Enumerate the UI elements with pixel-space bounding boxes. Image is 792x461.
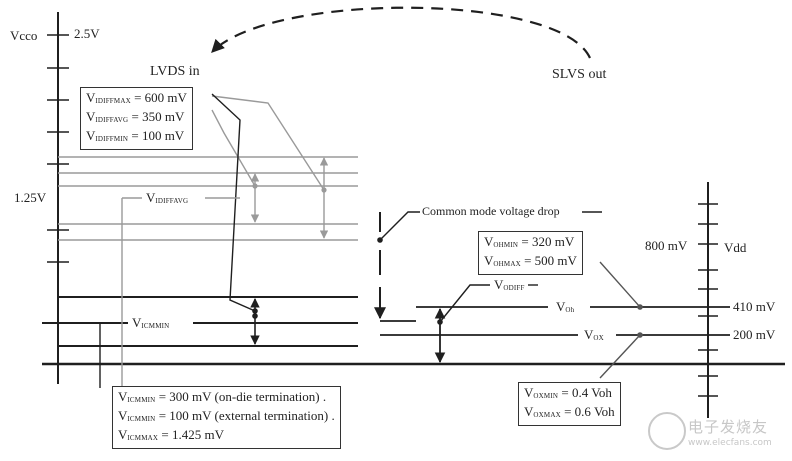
right-axis-ticks xyxy=(698,203,718,397)
left-axis-ticks xyxy=(47,34,69,263)
leader-ox-box xyxy=(599,334,641,379)
leader-box-to-max xyxy=(211,95,325,191)
icm-dot-lower xyxy=(252,313,258,319)
watermark-cn: 电子发烧友 xyxy=(688,418,769,436)
common-mode-drop-label: Common mode voltage drop xyxy=(422,204,560,218)
lvds-diff-box: VIDIFFMAX = 600 mV VIDIFFAVG = 350 mV VI… xyxy=(80,87,193,150)
box-row: VICMMIN = 100 mV (external termination) … xyxy=(118,408,335,423)
box-row: VOXMIN = 0.4 Voh xyxy=(524,385,612,400)
box-row: VICMMIN = 300 mV (on-die termination) . xyxy=(118,389,327,404)
slvs-out-title: SLVS out xyxy=(552,67,607,82)
lvds-levels xyxy=(58,156,358,241)
box-row: VICMMAX = 1.425 mV xyxy=(118,427,224,442)
vox-label: VOX xyxy=(584,327,604,342)
box-row: VOXMAX = 0.6 Voh xyxy=(524,404,615,419)
leader-box-to-icm xyxy=(211,93,256,312)
box-row: VIDIFFMAX = 600 mV xyxy=(86,90,187,105)
box-row: VIDIFFMIN = 100 mV xyxy=(86,128,185,143)
vodiff-label: VODIFF xyxy=(494,277,525,292)
slvs-ox-box: VOXMIN = 0.4 Voh VOXMAX = 0.6 Voh xyxy=(518,382,621,426)
mv200-label: 200 mV xyxy=(733,327,776,342)
lvds-cm-levels xyxy=(42,296,358,347)
leader-oh-box xyxy=(599,261,641,308)
slvs-oh-box: VOHMIN = 320 mV VOHMAX = 500 mV xyxy=(478,231,583,275)
watermark: 电子发烧友 www.elecfans.com xyxy=(648,410,788,456)
slvs-levels xyxy=(380,306,730,336)
vodiff-leader xyxy=(439,284,490,323)
mv800-label: 800 mV xyxy=(645,238,688,253)
watermark-url: www.elecfans.com xyxy=(688,438,772,448)
box-row: VOHMIN = 320 mV xyxy=(484,234,575,249)
lvds-in-title: LVDS in xyxy=(150,64,200,79)
vcco-label: Vcco xyxy=(10,28,38,43)
vicmmin-label: VICMMIN xyxy=(132,315,170,330)
v1-25-label: 1.25V xyxy=(14,190,47,205)
vidiffavg-label: VIDIFFAVG xyxy=(146,190,189,205)
cm-drop-leader xyxy=(379,211,420,241)
leader-box-to-avg xyxy=(211,109,256,187)
dashed-arc xyxy=(211,6,591,59)
icm-box: VICMMIN = 300 mV (on-die termination) . … xyxy=(112,386,341,449)
vdd-label: Vdd xyxy=(724,240,747,255)
watermark-logo-icon xyxy=(648,412,686,450)
voh-label: VOh xyxy=(556,299,575,314)
v2-5-label: 2.5V xyxy=(74,26,100,41)
box-row: VIDIFFAVG = 350 mV xyxy=(86,109,185,124)
box-row: VOHMAX = 500 mV xyxy=(484,253,577,268)
mv410-label: 410 mV xyxy=(733,299,776,314)
